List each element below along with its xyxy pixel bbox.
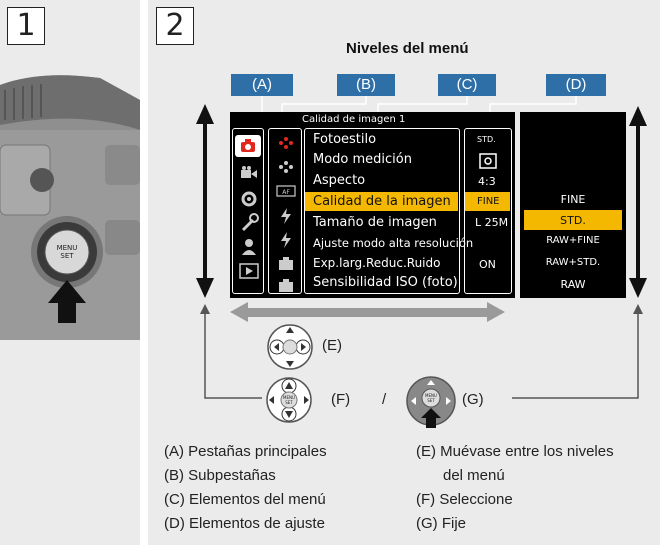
control-pad-e <box>267 324 313 370</box>
menu-screen: Calidad de imagen 1 AF Fotoestilo Modo m… <box>230 112 515 298</box>
menu-item[interactable]: Tamaño de imagen <box>313 215 437 230</box>
svg-text:SET: SET <box>285 400 293 405</box>
flash-icon[interactable] <box>278 207 294 225</box>
legend-e-cont: del menú <box>443 467 505 484</box>
svg-text:SET: SET <box>427 398 435 403</box>
menu-item[interactable]: Sensibilidad ISO (foto) <box>313 275 458 290</box>
option-item[interactable]: RAW+STD. <box>545 257 601 268</box>
camera-dial-illustration: MENU SET <box>0 75 140 340</box>
value-highlight <box>465 192 510 211</box>
bracket-icon[interactable] <box>276 255 296 273</box>
quality-icon[interactable] <box>276 135 296 151</box>
step1-number: 1 <box>7 7 45 45</box>
value-photo-style: STD. <box>477 135 496 144</box>
option-item[interactable]: RAW <box>560 278 586 291</box>
menu-items-list: Fotoestilo Modo medición Aspecto Calidad… <box>304 128 473 294</box>
camera-icon[interactable] <box>235 135 261 157</box>
tag-a: (A) <box>231 74 293 96</box>
legend-e: (E) Muévase entre los niveles <box>416 443 614 460</box>
legend-g: (G) Fije <box>416 515 466 532</box>
value-size: L 25M <box>475 216 509 229</box>
screen-header: Calidad de imagen 1 <box>302 114 406 125</box>
step1-panel: 1 MENU SET <box>0 0 140 545</box>
step2-number: 2 <box>156 7 194 45</box>
diagram-title: Niveles del menú <box>346 40 469 57</box>
menu-item[interactable]: Ajuste modo alta resolución <box>313 236 474 250</box>
values-column: STD. 4:3 FINE L 25M ON <box>464 128 512 294</box>
menu-item[interactable]: Aspecto <box>313 173 366 188</box>
control-pad-g: MENU SET <box>406 376 456 428</box>
menu-item-selected[interactable]: Calidad de la imagen <box>313 194 451 209</box>
legend-c: (C) Elementos del menú <box>164 491 326 508</box>
option-item-selected[interactable]: STD. <box>560 214 586 227</box>
value-long-exposure: ON <box>479 258 496 271</box>
value-quality: FINE <box>477 196 500 207</box>
option-highlight <box>524 210 622 230</box>
wrench-icon[interactable] <box>239 213 259 233</box>
menu-item[interactable]: Exp.larg.Reduc.Ruido <box>313 256 441 270</box>
svg-text:SET: SET <box>60 252 74 260</box>
video-icon[interactable] <box>239 165 259 181</box>
svg-text:MENU: MENU <box>57 244 78 252</box>
control-pad-f: MENU SET <box>266 377 312 423</box>
value-aspect: 4:3 <box>478 175 496 188</box>
svg-text:MENU: MENU <box>283 395 295 400</box>
options-panel: FINE STD. RAW+FINE RAW+STD. RAW <box>520 112 626 298</box>
separator: / <box>382 391 387 408</box>
label-e: (E) <box>322 337 342 354</box>
flash-icon[interactable] <box>278 231 294 249</box>
legend-f: (F) Seleccione <box>416 491 513 508</box>
svg-text:MENU: MENU <box>425 393 437 398</box>
option-item[interactable]: RAW+FINE <box>546 235 600 246</box>
menu-highlight <box>305 192 458 211</box>
tag-d: (D) <box>546 74 606 96</box>
menu-item[interactable]: Modo medición <box>313 152 412 167</box>
tag-c: (C) <box>438 74 496 96</box>
bracket-icon[interactable] <box>276 277 296 295</box>
quality-icon[interactable] <box>276 159 296 175</box>
menu-item[interactable]: Fotoestilo <box>313 132 377 147</box>
tag-b: (B) <box>337 74 395 96</box>
metering-icon <box>479 153 497 169</box>
person-icon[interactable] <box>239 237 259 257</box>
main-tabs-column <box>232 128 264 294</box>
label-f: (F) <box>331 391 351 408</box>
legend-a: (A) Pestañas principales <box>164 443 327 460</box>
svg-text:AF: AF <box>282 189 290 196</box>
legend-d: (D) Elementos de ajuste <box>164 515 325 532</box>
legend-b: (B) Subpestañas <box>164 467 276 484</box>
label-g: (G) <box>462 391 484 408</box>
playback-icon[interactable] <box>239 263 259 279</box>
gear-icon[interactable] <box>239 189 259 209</box>
sub-tabs-column: AF <box>268 128 302 294</box>
option-item[interactable]: FINE <box>560 193 586 206</box>
focus-icon[interactable]: AF <box>275 183 297 199</box>
